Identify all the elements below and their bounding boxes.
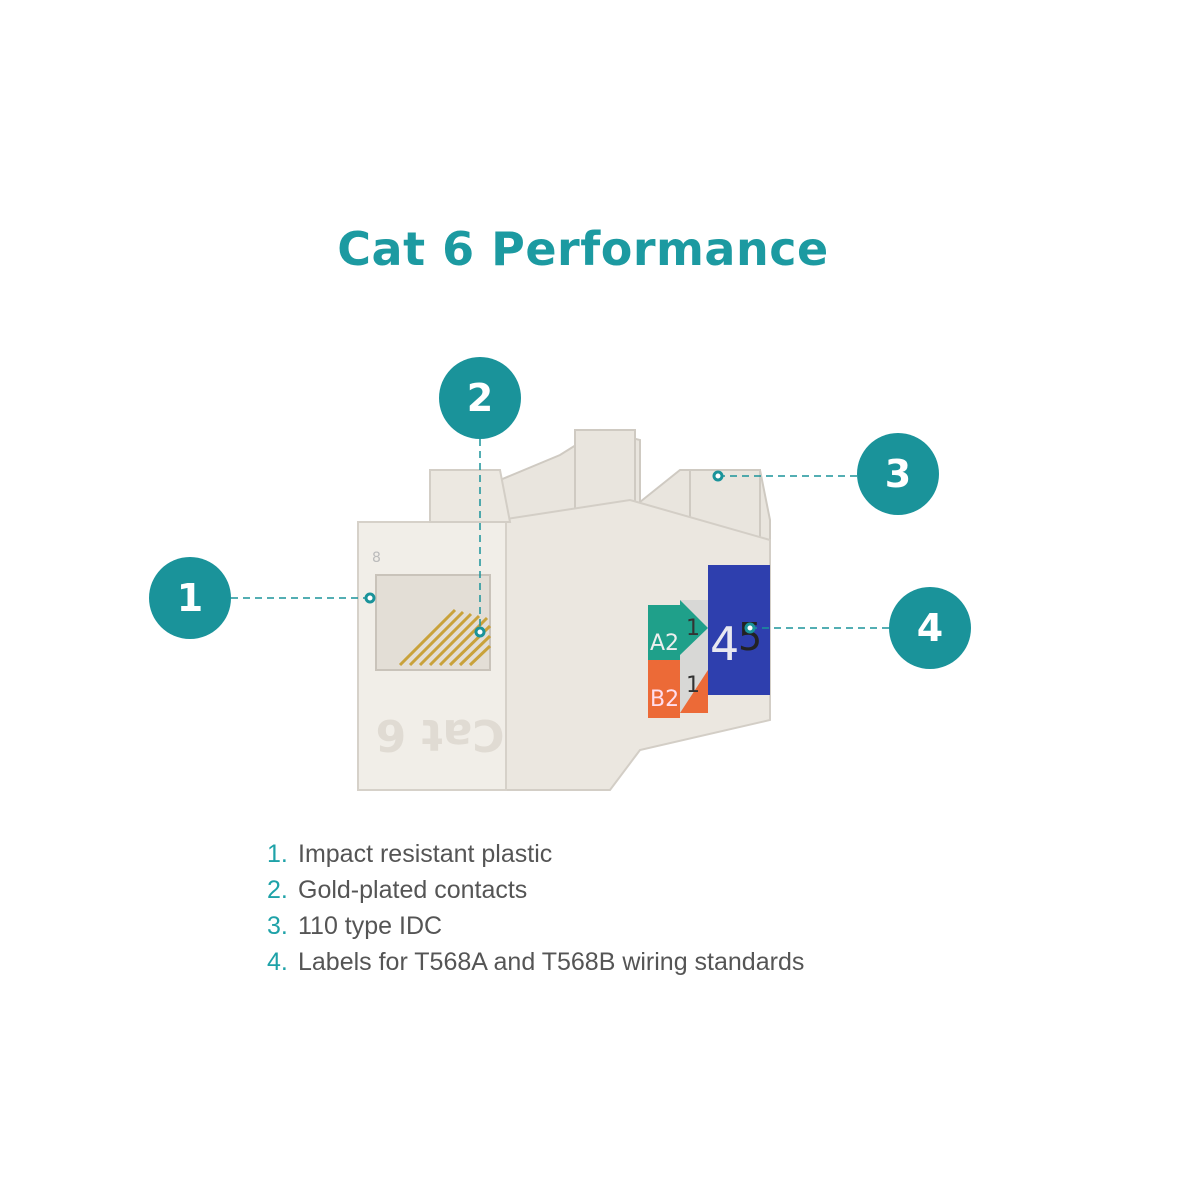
- cat6-marking: Cat 6: [376, 709, 505, 760]
- a2-marking: A2: [650, 631, 679, 656]
- list-item: 2. Gold-plated contacts: [267, 872, 804, 908]
- callout-1: 1: [149, 557, 231, 639]
- leader-dots: [364, 470, 756, 638]
- pin8-marking: 8: [372, 550, 381, 566]
- list-text: Impact resistant plastic: [298, 840, 553, 868]
- pair-a-marking: 1: [686, 616, 700, 641]
- list-text: Labels for T568A and T568B wiring standa…: [298, 948, 805, 976]
- list-item: 1. Impact resistant plastic: [267, 836, 804, 872]
- pair-b-marking: 1: [686, 673, 700, 698]
- leader-lines: [231, 439, 889, 630]
- list-text: 110 type IDC: [298, 912, 443, 940]
- callout-4: 4: [889, 587, 971, 669]
- list-text: Gold-plated contacts: [298, 876, 528, 904]
- list-number: 1.: [267, 840, 288, 868]
- list-item: 3. 110 type IDC: [267, 908, 804, 944]
- page-title: Cat 6 Performance: [337, 222, 829, 276]
- rj45-port: [375, 574, 491, 671]
- feature-list: 1. Impact resistant plastic 2. Gold-plated…: [267, 836, 804, 980]
- list-number: 2.: [267, 876, 288, 904]
- callout-2: 2: [439, 357, 521, 439]
- wiring-labels: A2 B2 1 1 4 5: [648, 565, 770, 718]
- pair-5-marking: 5: [738, 615, 762, 659]
- b2-marking: B2: [650, 687, 679, 712]
- pair-4-marking: 4: [710, 617, 739, 671]
- list-number: 4.: [267, 948, 288, 976]
- jack-side: [499, 498, 771, 791]
- callout-3: 3: [857, 433, 939, 515]
- list-item: 4. Labels for T568A and T568B wiring stan…: [267, 944, 804, 980]
- list-number: 3.: [267, 912, 288, 940]
